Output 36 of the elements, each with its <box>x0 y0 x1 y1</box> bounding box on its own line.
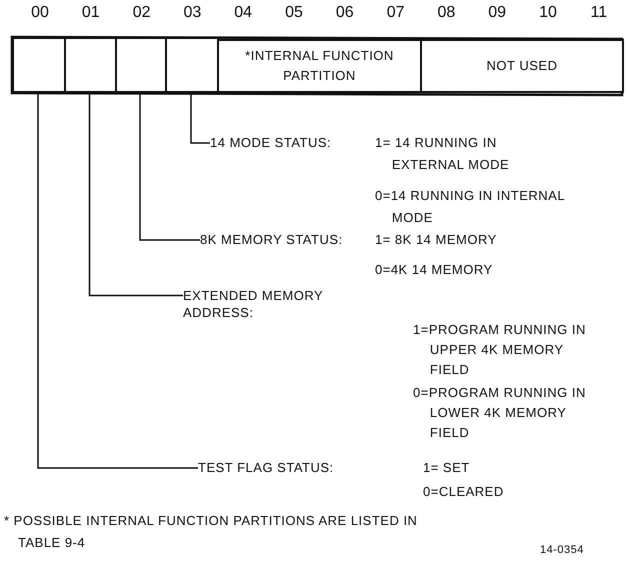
register-field: *INTERNAL FUNCTION PARTITION <box>217 39 422 93</box>
status-value: 0=14 RUNNING IN INTERNAL MODE <box>375 187 566 227</box>
status-value: 0=CLEARED <box>423 483 505 501</box>
bit-number: 07 <box>386 4 406 22</box>
status-name: EXTENDED MEMORY ADDRESS: <box>183 287 324 321</box>
register-bit-cell <box>12 37 66 93</box>
footnote: * POSSIBLE INTERNAL FUNCTION PARTITIONS ARE LISTED IN TABLE 9-4 <box>3 512 418 552</box>
status-value: 1=PROGRAM RUNNING IN UPPER 4K MEMORY FIELD <box>413 321 587 379</box>
bit-number: 02 <box>132 4 152 22</box>
bit-number: 01 <box>80 4 101 22</box>
bit-number: 03 <box>182 4 202 22</box>
register-field: NOT USED <box>420 39 624 93</box>
register-bit-cell <box>165 37 219 93</box>
status-value: 0=PROGRAM RUNNING IN LOWER 4K MEMORY FIELD <box>413 384 587 442</box>
status-value: 1= SET <box>423 459 471 477</box>
status-name: 8K MEMORY STATUS: <box>200 231 344 249</box>
bit-number: 06 <box>334 4 355 22</box>
bit-number: 04 <box>233 4 254 22</box>
bit-number: 10 <box>538 4 558 22</box>
figure-number: 14-0354 <box>540 544 584 556</box>
status-value: 1= 14 RUNNING IN EXTERNAL MODE <box>375 134 510 174</box>
bit-number: 09 <box>487 4 508 22</box>
status-name: TEST FLAG STATUS: <box>198 459 335 477</box>
bit-number: 08 <box>436 4 456 22</box>
status-value: 1= 8K 14 MEMORY <box>375 231 498 249</box>
bit-number: 00 <box>30 4 50 22</box>
leader-line <box>37 93 198 469</box>
register-bit-cell <box>115 37 167 93</box>
register-bit-cell <box>64 37 117 93</box>
leader-line <box>139 93 200 241</box>
bit-number: 05 <box>284 4 304 22</box>
status-name: 14 MODE STATUS: <box>210 134 332 152</box>
leader-line <box>88 93 183 296</box>
status-value: 0=4K 14 MEMORY <box>375 261 494 279</box>
leader-line <box>190 93 210 144</box>
bit-number: 11 <box>589 4 608 22</box>
